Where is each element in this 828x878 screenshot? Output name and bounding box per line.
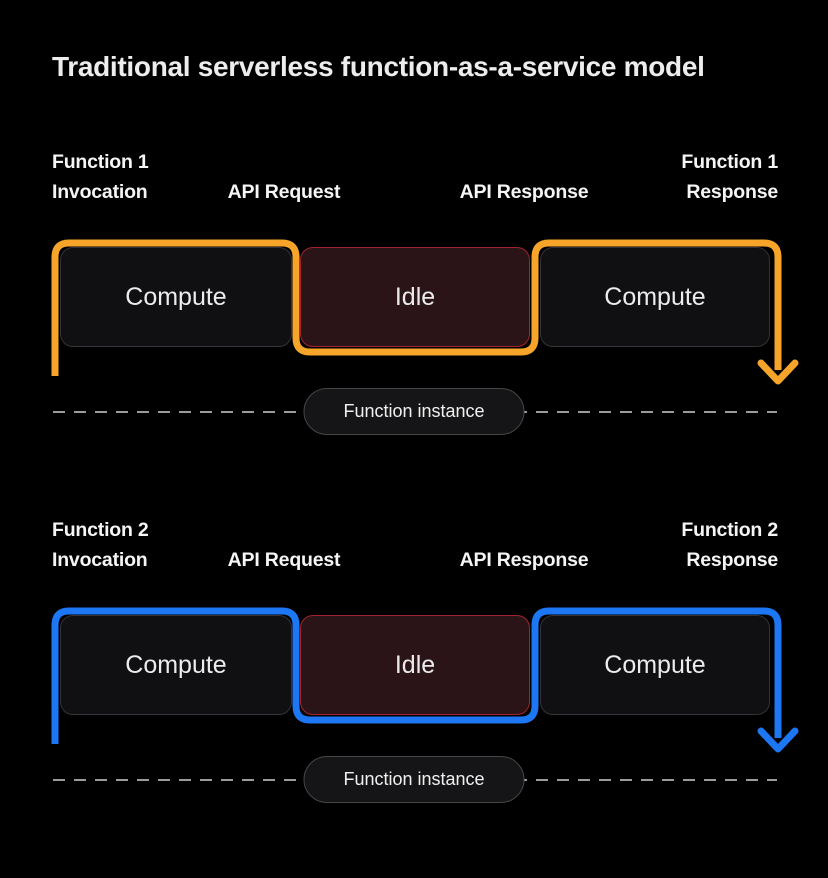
- timeline-function-2: Function 2 Invocation API Request API Re…: [0, 515, 828, 805]
- label-line: Function 2: [681, 519, 778, 541]
- timeline-function-1: Function 1 Invocation API Request API Re…: [0, 147, 828, 437]
- label-function1-invocation: Function 1 Invocation: [52, 147, 149, 207]
- label-function1-response: Function 1 Response: [681, 147, 778, 207]
- label-api-response: API Response: [459, 549, 589, 571]
- execution-diagram-2: Compute Idle Compute: [0, 603, 828, 755]
- arrowhead-down-icon: [757, 359, 799, 385]
- label-function2-invocation: Function 2 Invocation: [52, 515, 149, 575]
- function-instance-row-1: Function instance: [0, 388, 828, 436]
- compute-box: Compute: [60, 247, 292, 347]
- flow-arrow-2: [51, 607, 799, 753]
- label-api-request: API Request: [227, 549, 341, 571]
- idle-box: Idle: [300, 615, 530, 715]
- label-line: Invocation: [52, 549, 148, 571]
- function-instance-pill: Function instance: [303, 756, 525, 803]
- label-function2-response: Function 2 Response: [681, 515, 778, 575]
- function-instance-row-2: Function instance: [0, 756, 828, 804]
- flow-path-2: [51, 607, 782, 744]
- compute-box: Compute: [540, 615, 770, 715]
- label-api-request: API Request: [227, 181, 341, 203]
- label-line: Function 2: [52, 519, 149, 541]
- label-line: Invocation: [52, 181, 148, 203]
- label-line: Function 1: [52, 151, 149, 173]
- arrowhead-down-icon: [757, 727, 799, 753]
- label-line: Response: [686, 181, 778, 203]
- page-title: Traditional serverless function-as-a-ser…: [52, 51, 705, 82]
- idle-box: Idle: [300, 247, 530, 347]
- compute-box: Compute: [540, 247, 770, 347]
- label-line: Response: [686, 549, 778, 571]
- label-api-response: API Response: [459, 181, 589, 203]
- flow-path-1: [51, 239, 782, 376]
- flow-arrow-1: [51, 239, 799, 385]
- label-line: Function 1: [681, 151, 778, 173]
- execution-diagram-1: Compute Idle Compute: [0, 235, 828, 387]
- compute-box: Compute: [60, 615, 292, 715]
- function-instance-pill: Function instance: [303, 388, 525, 435]
